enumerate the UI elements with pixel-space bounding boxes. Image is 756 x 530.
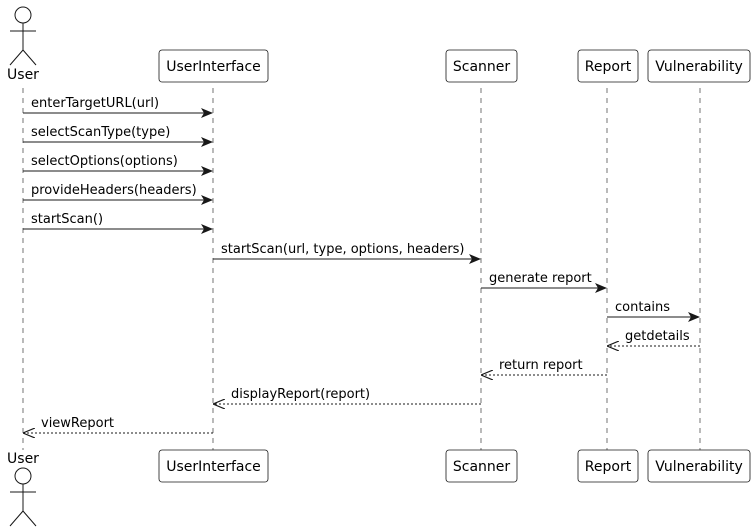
message-label: getdetails (625, 329, 690, 344)
participant-box (158, 49, 269, 83)
message-12[interactable]: viewReport (24, 416, 213, 433)
message-9[interactable]: getdetails (608, 329, 700, 346)
participant-box (647, 49, 751, 83)
participant-box (445, 449, 518, 483)
message-label: startScan() (31, 212, 103, 227)
message-label: enterTargetURL(url) (31, 96, 159, 111)
participant-report-top[interactable]: Report (577, 49, 639, 83)
participant-vuln-top[interactable]: Vulnerability (647, 49, 751, 83)
message-11[interactable]: displayReport(report) (214, 387, 481, 404)
message-label: selectScanType(type) (31, 125, 170, 140)
participant-label: Report (585, 459, 632, 475)
actor-label: User (7, 451, 39, 467)
participant-scanner-bottom[interactable]: Scanner (445, 449, 518, 483)
message-2[interactable]: selectScanType(type) (23, 125, 213, 147)
actor-head-icon (14, 467, 32, 485)
message-label: displayReport(report) (231, 387, 370, 402)
participant-ui-bottom[interactable]: UserInterface (158, 449, 269, 483)
participant-scanner-top[interactable]: Scanner (445, 49, 518, 83)
participant-label: Scanner (453, 59, 511, 75)
participant-box (577, 449, 639, 483)
participant-ui-top[interactable]: UserInterface (158, 49, 269, 83)
actor-user-top[interactable]: User (7, 6, 39, 83)
actor-label: User (7, 67, 39, 83)
actor-figure-icon (9, 23, 37, 66)
actor-user-bottom[interactable]: User (7, 451, 39, 527)
message-label: generate report (489, 271, 592, 286)
participant-report-bottom[interactable]: Report (577, 449, 639, 483)
message-5[interactable]: startScan() (23, 212, 213, 234)
message-4[interactable]: provideHeaders(headers) (23, 183, 213, 205)
participant-label: UserInterface (166, 59, 261, 75)
participant-label: UserInterface (166, 459, 261, 475)
participant-box (445, 49, 518, 83)
participant-box (577, 49, 639, 83)
message-label: provideHeaders(headers) (31, 183, 197, 198)
message-label: return report (499, 358, 583, 373)
participant-label: Vulnerability (655, 59, 743, 75)
message-label: contains (615, 300, 670, 315)
message-label: startScan(url, type, options, headers) (221, 242, 465, 257)
participant-label: Vulnerability (655, 459, 743, 475)
participant-box (158, 449, 269, 483)
actor-figure-icon (9, 484, 37, 527)
participant-vuln-bottom[interactable]: Vulnerability (647, 449, 751, 483)
message-7[interactable]: generate report (481, 271, 607, 293)
actor-head-icon (14, 6, 32, 24)
participant-box (647, 449, 751, 483)
message-1[interactable]: enterTargetURL(url) (23, 96, 213, 118)
message-3[interactable]: selectOptions(options) (23, 154, 213, 176)
message-8[interactable]: contains (607, 300, 700, 322)
message-label: selectOptions(options) (31, 154, 178, 169)
message-label: viewReport (41, 416, 114, 431)
message-6[interactable]: startScan(url, type, options, headers) (213, 242, 481, 264)
participant-label: Scanner (453, 459, 511, 475)
participant-label: Report (585, 59, 632, 75)
message-10[interactable]: return report (482, 358, 607, 375)
